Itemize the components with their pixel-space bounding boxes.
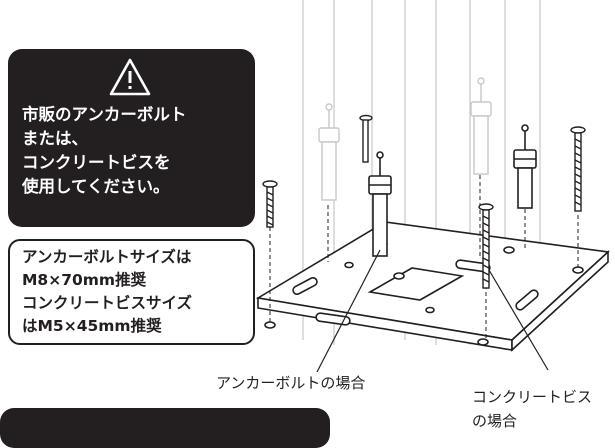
size-line: コンクリートビスサイズ xyxy=(22,294,193,312)
concrete-screw xyxy=(262,114,586,289)
warning-line: 使用してください。 xyxy=(22,177,170,196)
anchor-bolt xyxy=(368,124,537,257)
bottom-panel xyxy=(0,408,330,448)
concrete-screw-caption-line2: の場合 xyxy=(472,412,518,430)
recommended-size-panel: アンカーボルトサイズは M8×70mm推奨 コンクリートビスサイズ はM5×45… xyxy=(8,239,255,345)
anchor-bolt-caption: アンカーボルトの場合 xyxy=(216,374,366,392)
warning-line: 市販のアンカーボルト xyxy=(22,105,187,124)
warning-panel: 市販のアンカーボルト または、 コンクリートビスを 使用してください。 xyxy=(8,49,255,227)
base-plate xyxy=(255,221,610,352)
anchor-bolt-faded xyxy=(318,77,492,201)
size-text: アンカーボルトサイズは M8×70mm推奨 コンクリートビスサイズ はM5×45… xyxy=(22,246,192,338)
installation-illustration xyxy=(255,0,610,373)
size-line: M8×70mm推奨 xyxy=(22,271,147,289)
concrete-screw-caption-line1: コンクリートビス xyxy=(472,388,593,406)
size-line: はM5×45mm推奨 xyxy=(22,317,162,335)
size-line: アンカーボルトサイズは xyxy=(22,248,192,266)
leader-lines xyxy=(316,249,549,373)
warning-line: コンクリートビスを xyxy=(22,153,171,172)
warning-text: 市販のアンカーボルト または、 コンクリートビスを 使用してください。 xyxy=(22,103,186,199)
warning-triangle-icon xyxy=(109,58,151,96)
warning-line: または、 xyxy=(22,129,88,148)
